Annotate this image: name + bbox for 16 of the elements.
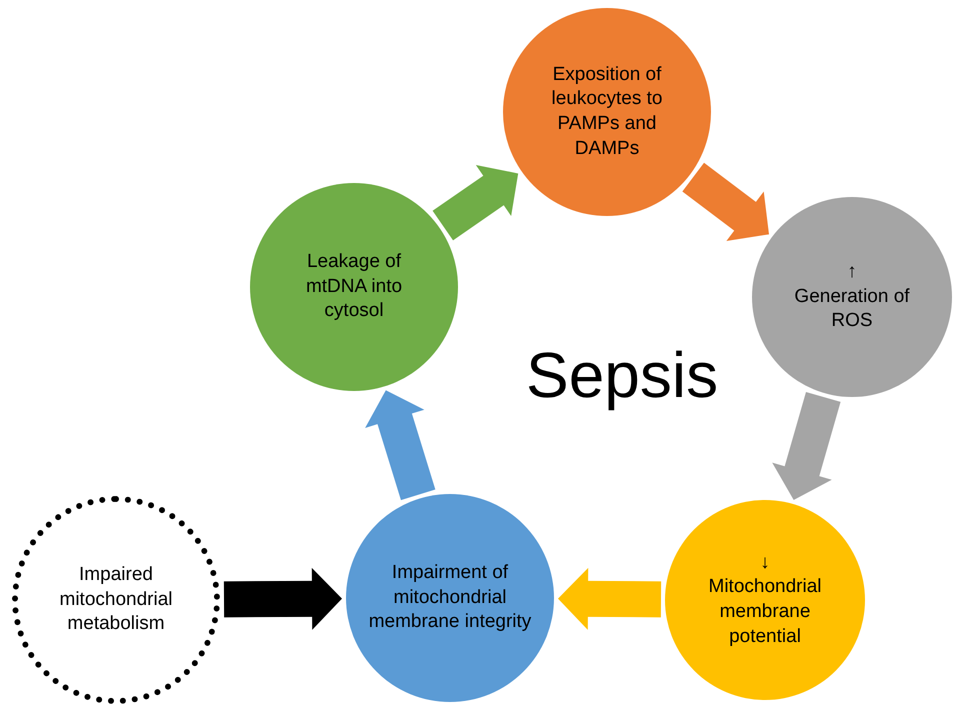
block-arrow: [682, 162, 769, 241]
dotted-circle: [12, 496, 220, 704]
node-label: ↑: [847, 260, 857, 284]
node-label: Exposition of leukocytes to PAMPs and DAMPs: [550, 62, 664, 161]
block-arrow: [365, 390, 436, 500]
node-label: Impaired mitochondrial metabolism: [58, 562, 174, 636]
node-label: Generation of ROS: [793, 284, 911, 334]
node-label: Leakage of mtDNA into cytosol: [304, 250, 404, 324]
node-label: Mitochondrial membrane potential: [708, 575, 822, 649]
node-label: ↓: [760, 550, 770, 575]
node-label: Impairment of mitochondrial membrane integrity: [368, 560, 532, 634]
block-arrow: [558, 568, 662, 630]
block-arrow: [772, 392, 841, 500]
block-arrow: [224, 568, 342, 630]
block-arrow: [432, 165, 518, 240]
center-title: Sepsis: [526, 338, 718, 412]
